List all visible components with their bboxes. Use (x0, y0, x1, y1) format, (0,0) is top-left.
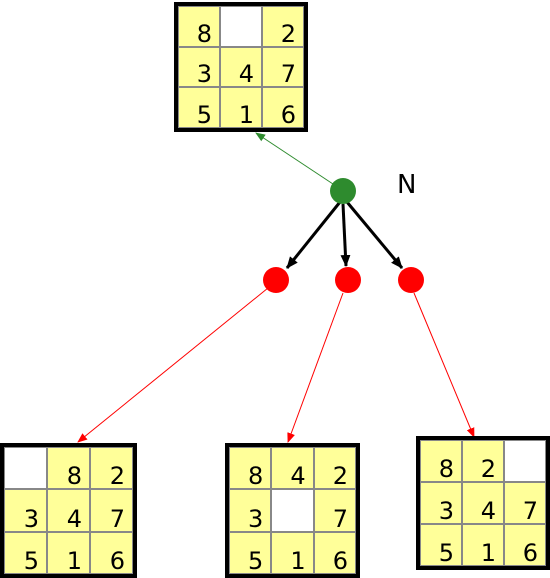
tile: 3 (420, 482, 462, 524)
child-arrow-right (413, 292, 475, 438)
tile: 5 (178, 87, 220, 128)
tile: 4 (220, 46, 262, 89)
tile-number: 6 (522, 539, 538, 567)
blank-tile (4, 447, 47, 490)
child-arrow-mid (287, 292, 344, 443)
tile: 5 (229, 531, 272, 575)
tile-number: 5 (23, 546, 39, 575)
tile-number: 7 (109, 504, 125, 533)
tile: 5 (4, 531, 47, 575)
tile: 2 (262, 6, 304, 47)
tile: 1 (462, 524, 504, 566)
tile-number: 7 (332, 504, 348, 533)
tile: 3 (229, 489, 272, 533)
tile-number: 5 (248, 546, 264, 575)
expand-arrow-right (345, 201, 404, 269)
tile: 8 (229, 447, 272, 491)
tile-number: 2 (480, 455, 496, 483)
tile-number: 3 (248, 504, 264, 533)
tile: 4 (271, 447, 314, 491)
tile: 7 (313, 489, 356, 533)
tile-number: 1 (480, 539, 496, 567)
tile-number: 7 (522, 497, 538, 525)
blank-tile (220, 6, 262, 47)
tile: 6 (504, 524, 546, 566)
parent-arrow (255, 132, 337, 187)
tile-number: 8 (438, 455, 454, 483)
tile-number: 3 (196, 60, 212, 89)
tile: 6 (313, 531, 356, 575)
tile-number: 3 (438, 497, 454, 525)
tile-number: 2 (280, 19, 296, 48)
tile: 5 (420, 524, 462, 566)
tile: 1 (271, 531, 314, 575)
tile-number: 7 (280, 60, 296, 89)
tile-number: 8 (196, 19, 212, 48)
tile-number: 3 (23, 504, 39, 533)
tile-number: 8 (66, 462, 82, 491)
tile: 6 (90, 531, 133, 575)
tile-number: 2 (332, 462, 348, 491)
tile: 1 (47, 531, 90, 575)
expand-arrow-mid (340, 203, 351, 267)
tile-number: 1 (66, 546, 82, 575)
tile: 2 (313, 447, 356, 491)
tile: 4 (47, 489, 90, 533)
child-arrow-left (77, 287, 269, 443)
tile: 3 (178, 46, 220, 89)
child-node-right (398, 267, 424, 293)
tile-number: 6 (109, 546, 125, 575)
tile-number: 4 (290, 462, 306, 491)
tile-number: 4 (66, 504, 82, 533)
tile: 8 (47, 447, 90, 491)
tile: 1 (220, 87, 262, 128)
tile-number: 6 (280, 101, 296, 129)
node-label-n: N (397, 170, 417, 200)
tile: 2 (90, 447, 133, 491)
blank-tile (271, 489, 314, 532)
tile-number: 1 (290, 546, 306, 575)
expand-arrow-left (285, 201, 342, 269)
tile: 4 (462, 482, 504, 524)
tile: 8 (420, 440, 462, 482)
blank-tile (504, 440, 546, 482)
tile: 7 (504, 482, 546, 524)
tile-number: 5 (196, 101, 212, 129)
parent-node-n (330, 178, 356, 204)
tile: 2 (462, 440, 504, 482)
tile-number: 5 (438, 539, 454, 567)
tile-number: 6 (332, 546, 348, 575)
tile-number: 1 (238, 101, 254, 129)
tile: 7 (262, 46, 304, 89)
child-node-mid (335, 267, 361, 293)
tile: 8 (178, 6, 220, 47)
tile-number: 4 (480, 497, 496, 525)
tile-number: 2 (109, 462, 125, 491)
tile-number: 8 (248, 462, 264, 491)
tile-number: 4 (238, 60, 254, 89)
tile: 6 (262, 87, 304, 128)
tile: 3 (4, 489, 47, 533)
child-node-left (263, 267, 289, 293)
tile: 7 (90, 489, 133, 533)
